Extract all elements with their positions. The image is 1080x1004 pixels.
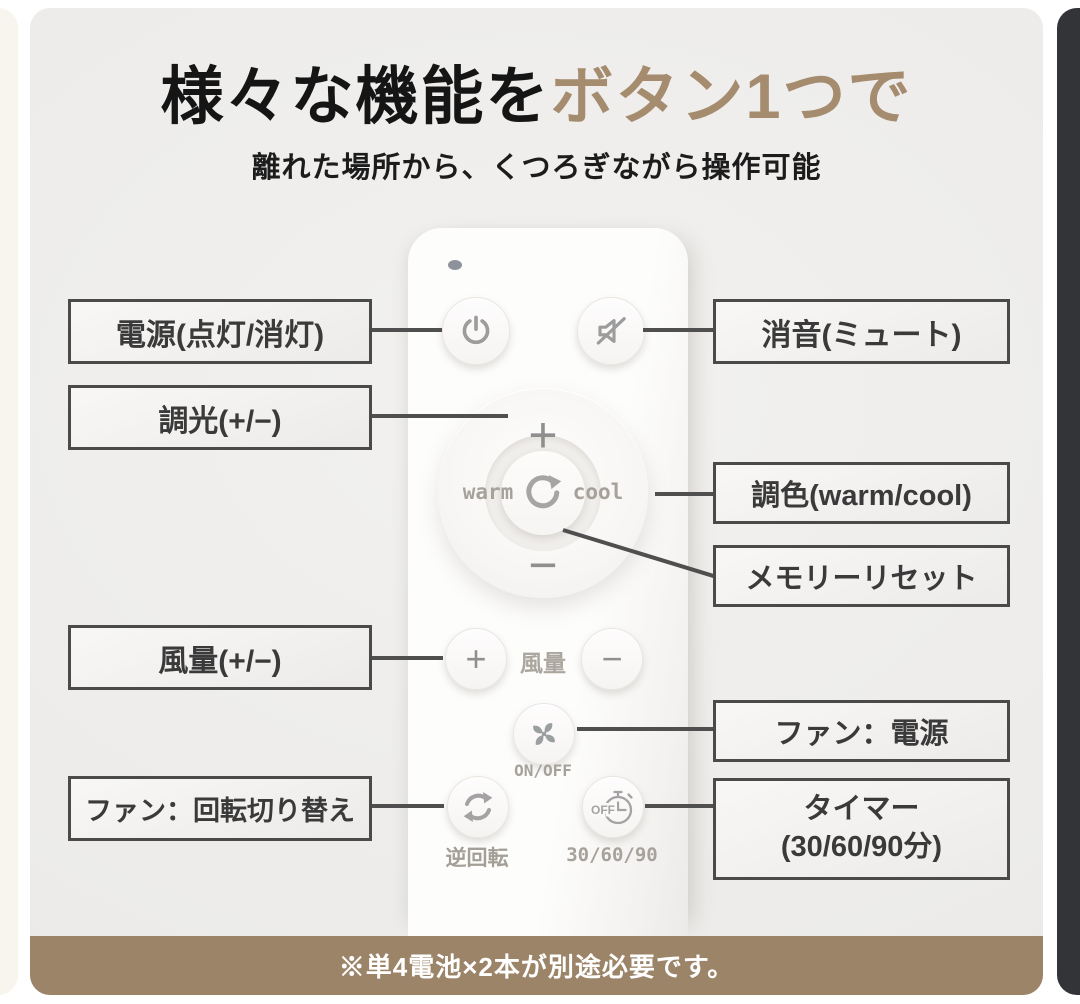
remote-control: + − warm cool + 風量 − <box>408 228 688 937</box>
title-accent: ボタン1つで <box>550 62 913 132</box>
callout-dimming: 調光(+/−) <box>68 385 372 450</box>
dial-cool-label: cool <box>572 480 624 504</box>
page-subtitle: 離れた場所から、くつろぎながら操作可能 <box>251 152 822 184</box>
mute-button <box>577 297 645 365</box>
fan-speed-print-label: 風量 <box>520 650 566 676</box>
timer-button: OFF <box>582 776 644 838</box>
stopwatch-icon: OFF <box>585 784 641 830</box>
callout-timer-detail: (30/60/90分) <box>780 831 943 863</box>
callout-mute: 消音(ミュート) <box>713 299 1010 364</box>
fan-rotation-button <box>447 776 509 838</box>
cycle-arrow-icon <box>520 470 566 516</box>
fan-power-button <box>513 703 575 765</box>
fan-onoff-print-label: ON/OFF <box>514 761 572 780</box>
connector-mute <box>643 328 713 332</box>
callout-fan-speed: 風量(+/−) <box>68 625 372 690</box>
dial-dimmer-label: − <box>528 537 558 593</box>
led-indicator <box>448 260 462 270</box>
timer-steps-print-label: 30/60/90 <box>566 844 658 866</box>
rotate-arrows-icon <box>457 786 499 828</box>
reverse-rotation-print-label: 逆回転 <box>445 847 509 870</box>
callout-memory-reset: メモリーリセット <box>713 545 1010 607</box>
connector-fan-rotation <box>372 804 444 808</box>
callout-power: 電源(点灯/消灯) <box>68 299 372 364</box>
title-main: 様々な機能を <box>160 62 551 132</box>
memory-reset-button <box>501 451 585 535</box>
dial-brighter-label: + <box>528 407 558 463</box>
connector-power <box>372 328 442 332</box>
light-control-dial: + − warm cool <box>438 388 648 598</box>
plus-icon: + <box>465 638 487 679</box>
battery-note-bar: ※単4電池×2本が別途必要です。 <box>30 936 1043 995</box>
fan-speed-minus-button: − <box>581 628 643 690</box>
fan-icon <box>524 714 564 754</box>
callout-fan-power: ファン：電源 <box>713 700 1010 762</box>
connector-timer <box>645 804 713 808</box>
connector-fan-power <box>577 727 713 731</box>
connector-color-tone <box>655 492 713 496</box>
power-icon <box>457 312 495 350</box>
page-title: 様々な機能をボタン1つで <box>30 46 1043 137</box>
power-button <box>442 297 510 365</box>
product-image-card[interactable]: 様々な機能をボタン1つで 離れた場所から、くつろぎながら操作可能 <box>30 8 1043 995</box>
connector-dimming <box>372 414 508 418</box>
mute-icon <box>591 311 631 351</box>
timer-off-print-label: OFF <box>591 803 615 817</box>
callout-timer: タイマー (30/60/90分) <box>713 778 1010 880</box>
callout-timer-title: タイマー <box>803 793 920 826</box>
callout-color-tone: 調色(warm/cool) <box>713 462 1010 524</box>
minus-icon: − <box>601 638 623 679</box>
carousel-next-image-edge[interactable] <box>1057 8 1080 995</box>
connector-fan-speed <box>372 656 443 660</box>
dial-warm-label: warm <box>462 480 514 504</box>
callout-fan-rotation: ファン：回転切り替え <box>68 776 372 841</box>
fan-speed-plus-button: + <box>445 628 507 690</box>
carousel-prev-image-edge[interactable] <box>0 8 18 995</box>
